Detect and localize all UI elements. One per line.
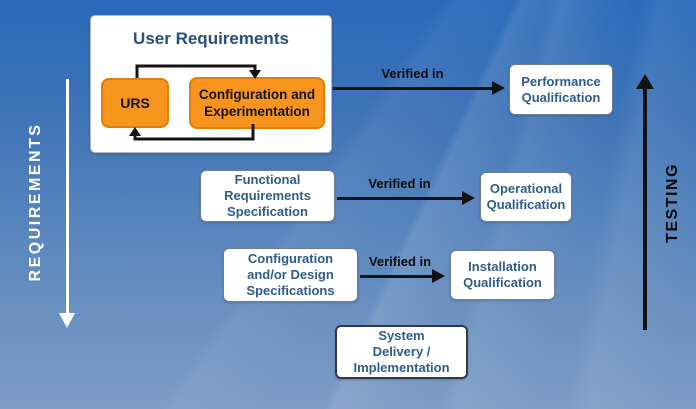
user-requirements-title: User Requirements [133,29,289,48]
requirements-axis-label: REQUIREMENTS [27,122,44,282]
operational-qualification-box: Operational Qualification [480,172,572,222]
arrow-down-icon [59,313,75,328]
installation-qualification-box: Installation Qualification [450,250,555,300]
performance-qualification-box: Performance Qualification [509,64,613,115]
verified-in-label-1: Verified in [381,66,444,81]
arrow-up-icon [636,74,654,89]
arrow-right-icon [432,269,445,283]
arrow-right-icon [492,81,505,95]
verified-in-label-2: Verified in [368,176,431,191]
functional-requirements-specification-box: Functional Requirements Specification [200,170,335,222]
verified-in-label-3: Verified in [368,254,432,269]
testing-up-arrow [643,89,647,330]
user-requirements-group: User Requirements URS Configuration and … [90,15,332,153]
configuration-experimentation-box: Configuration and Experimentation [189,77,325,129]
requirements-down-arrow [66,79,69,313]
configuration-design-specifications-box: Configuration and/or Design Specificatio… [223,248,358,302]
arrow-right-icon [462,191,475,205]
iteration-loop-arrows-icon [129,64,261,141]
flow-arrow-2 [337,197,462,200]
flow-arrow-3 [360,275,432,278]
flow-arrow-1 [333,87,492,90]
testing-axis-label: TESTING [664,163,681,243]
system-delivery-implementation-box: System Delivery / Implementation [335,325,468,379]
